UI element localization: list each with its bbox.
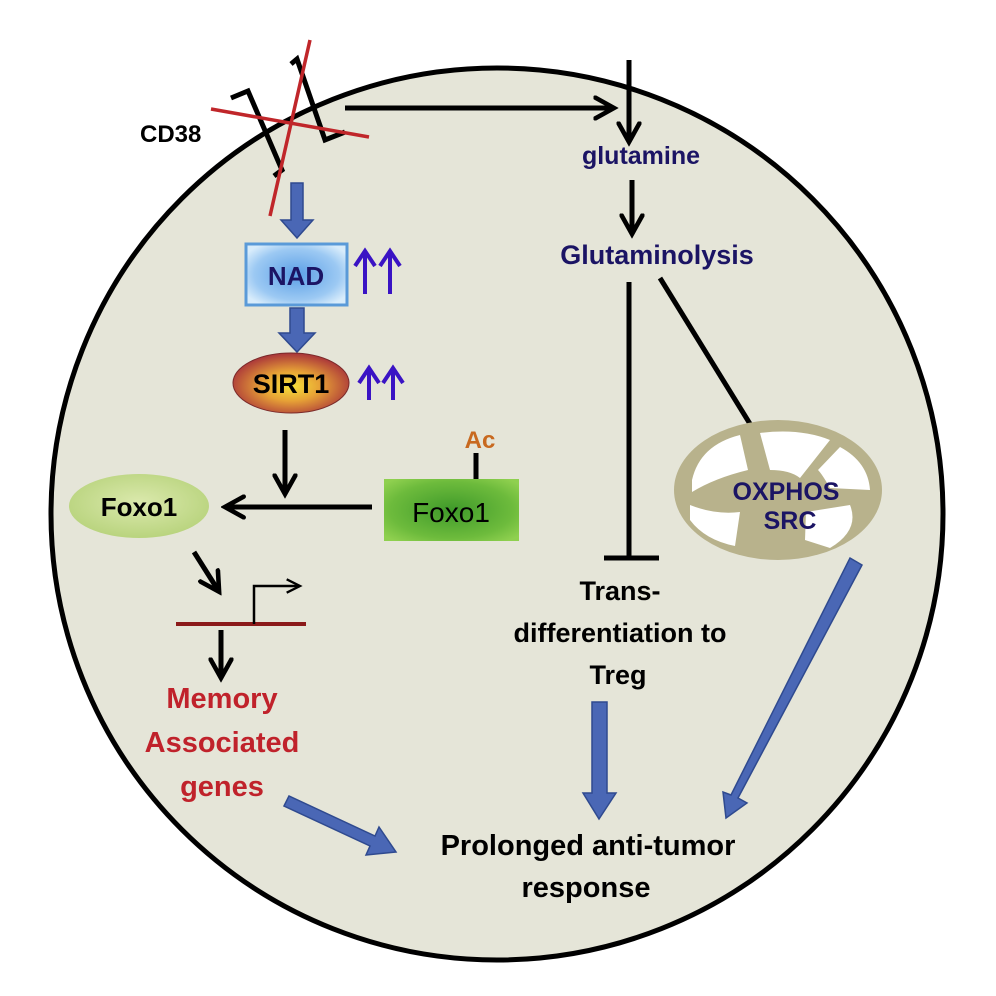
sirt1-up-arrows-icon (357, 364, 405, 400)
foxo1-label: Foxo1 (101, 492, 178, 522)
foxo1-acetylated-box (384, 479, 519, 541)
nad-up-arrows-icon (353, 247, 402, 294)
sirt1-ellipse (232, 352, 350, 414)
trans-diff-line2: differentiation to (514, 618, 727, 648)
ac-label: Ac (465, 427, 496, 454)
foxo1-acetylated-label: Foxo1 (412, 497, 490, 528)
red-cross-icon (210, 39, 370, 217)
cd38-label: CD38 (140, 121, 201, 148)
src-label: SRC (764, 507, 817, 535)
memory-genes-line1: Memory (166, 683, 277, 715)
nad-to-sirt1-block-arrow (277, 307, 317, 354)
memory-to-outcome-block-arrow (282, 795, 398, 856)
outcome-line1: Prolonged anti-tumor (441, 830, 736, 862)
oxphos-to-outcome-block-arrow (722, 556, 864, 820)
memory-genes-line3: genes (180, 771, 264, 803)
sirt1-label: SIRT1 (253, 369, 330, 399)
treg-to-outcome-block-arrow (581, 701, 618, 821)
cd38-to-nad-block-arrow (279, 182, 315, 240)
gene-promoter-icon (176, 578, 306, 626)
glutaminolysis-label: Glutaminolysis (560, 240, 754, 270)
outcome-line2: response (522, 872, 651, 904)
oxphos-label: OXPHOS (733, 478, 840, 506)
nad-label: NAD (268, 261, 324, 291)
trans-diff-line3: Treg (589, 660, 646, 690)
trans-diff-line1: Trans- (579, 576, 660, 606)
foxo1-to-promoter-arrow (191, 550, 218, 590)
memory-genes-line2: Associated (145, 727, 300, 759)
glutaminolysis-inhibits-treg (604, 282, 659, 561)
mitochondrion-icon (674, 420, 882, 560)
nad-box (244, 242, 349, 307)
foxo1-ellipse (69, 474, 209, 538)
glutamine-label: glutamine (582, 142, 700, 170)
